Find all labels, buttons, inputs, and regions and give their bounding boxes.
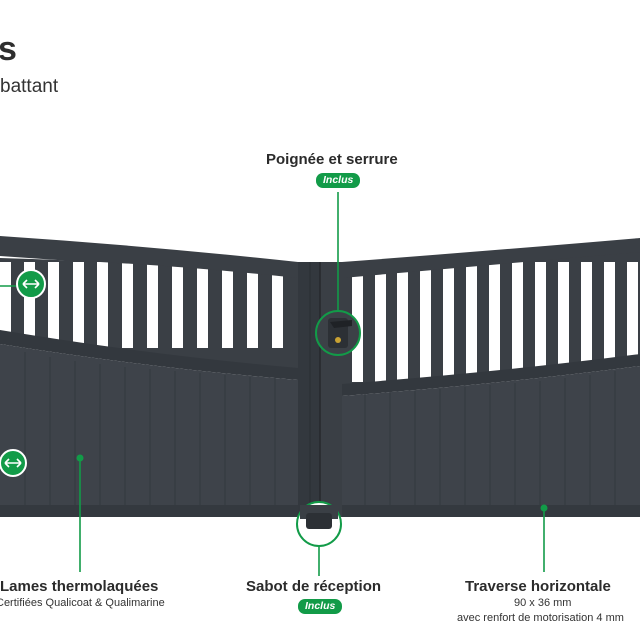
handle-lock-icon bbox=[315, 310, 361, 356]
left-right-arrows-icon bbox=[0, 449, 27, 477]
stop-callout-title: Sabot de réception bbox=[246, 578, 382, 595]
handle-included-badge: Inclus bbox=[316, 173, 361, 188]
center-posts bbox=[298, 262, 342, 517]
rail-callout-desc-dimensions: 90 x 36 mm bbox=[514, 597, 572, 609]
page-subtitle: battant bbox=[0, 76, 59, 97]
slats-callout-title: Lames thermolaquées bbox=[0, 578, 159, 595]
callout-lines bbox=[0, 192, 545, 576]
page-title: s bbox=[0, 30, 18, 68]
slats-callout-desc: Certifiées Qualicoat & Qualimarine bbox=[0, 597, 165, 609]
rail-callout-desc-reinforcement: avec renfort de motorisation 4 mm bbox=[457, 612, 624, 624]
rail-callout-title: Traverse horizontale bbox=[465, 578, 611, 595]
gate-stop-icon bbox=[296, 501, 342, 547]
handle-callout-title: Poignée et serrure bbox=[266, 151, 398, 168]
left-right-arrows-icon bbox=[16, 269, 46, 299]
right-gate-leaf bbox=[342, 238, 640, 517]
slats-callout-dot bbox=[76, 454, 84, 462]
rail-callout-dot bbox=[540, 504, 548, 512]
stop-included-badge: Inclus bbox=[298, 599, 343, 614]
left-gate-leaf bbox=[0, 236, 298, 517]
